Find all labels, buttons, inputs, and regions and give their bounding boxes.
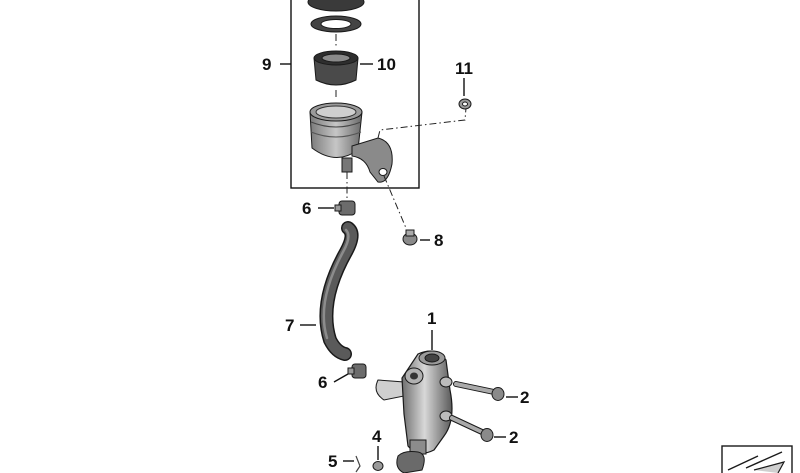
- reservoir-diaphragm: [313, 50, 359, 86]
- hose-clamp-lower: [347, 363, 367, 379]
- small-nut: [458, 98, 472, 110]
- parts-diagram-badge-icon: [721, 445, 793, 473]
- reservoir-assembly-frame: [290, 0, 420, 189]
- brake-master-cylinder: [375, 350, 453, 473]
- mounting-bolt-upper: [453, 381, 505, 401]
- hose-clamp-upper: [334, 200, 356, 216]
- callout-8: 8: [434, 231, 443, 250]
- cap-gasket: [310, 15, 362, 33]
- mounting-bolt-lower: [449, 415, 494, 442]
- callout-2-upper: 2: [520, 388, 529, 407]
- callout-6-lower: 6: [318, 373, 327, 392]
- callout-11: 11: [455, 59, 473, 78]
- callout-4: 4: [372, 427, 382, 446]
- callout-9: 9: [262, 55, 271, 74]
- clevis-pin-washer: [355, 455, 384, 473]
- callout-1: 1: [427, 309, 436, 328]
- reservoir-cap: [307, 0, 365, 12]
- reservoir-body: [309, 102, 393, 183]
- callout-2-lower: 2: [509, 428, 518, 447]
- callout-6-upper: 6: [302, 199, 311, 218]
- brake-fluid-hose: [319, 221, 359, 361]
- mounting-screw-upper: [402, 229, 418, 246]
- callout-7: 7: [285, 316, 294, 335]
- callout-5: 5: [328, 452, 337, 471]
- callout-10: 10: [377, 55, 396, 74]
